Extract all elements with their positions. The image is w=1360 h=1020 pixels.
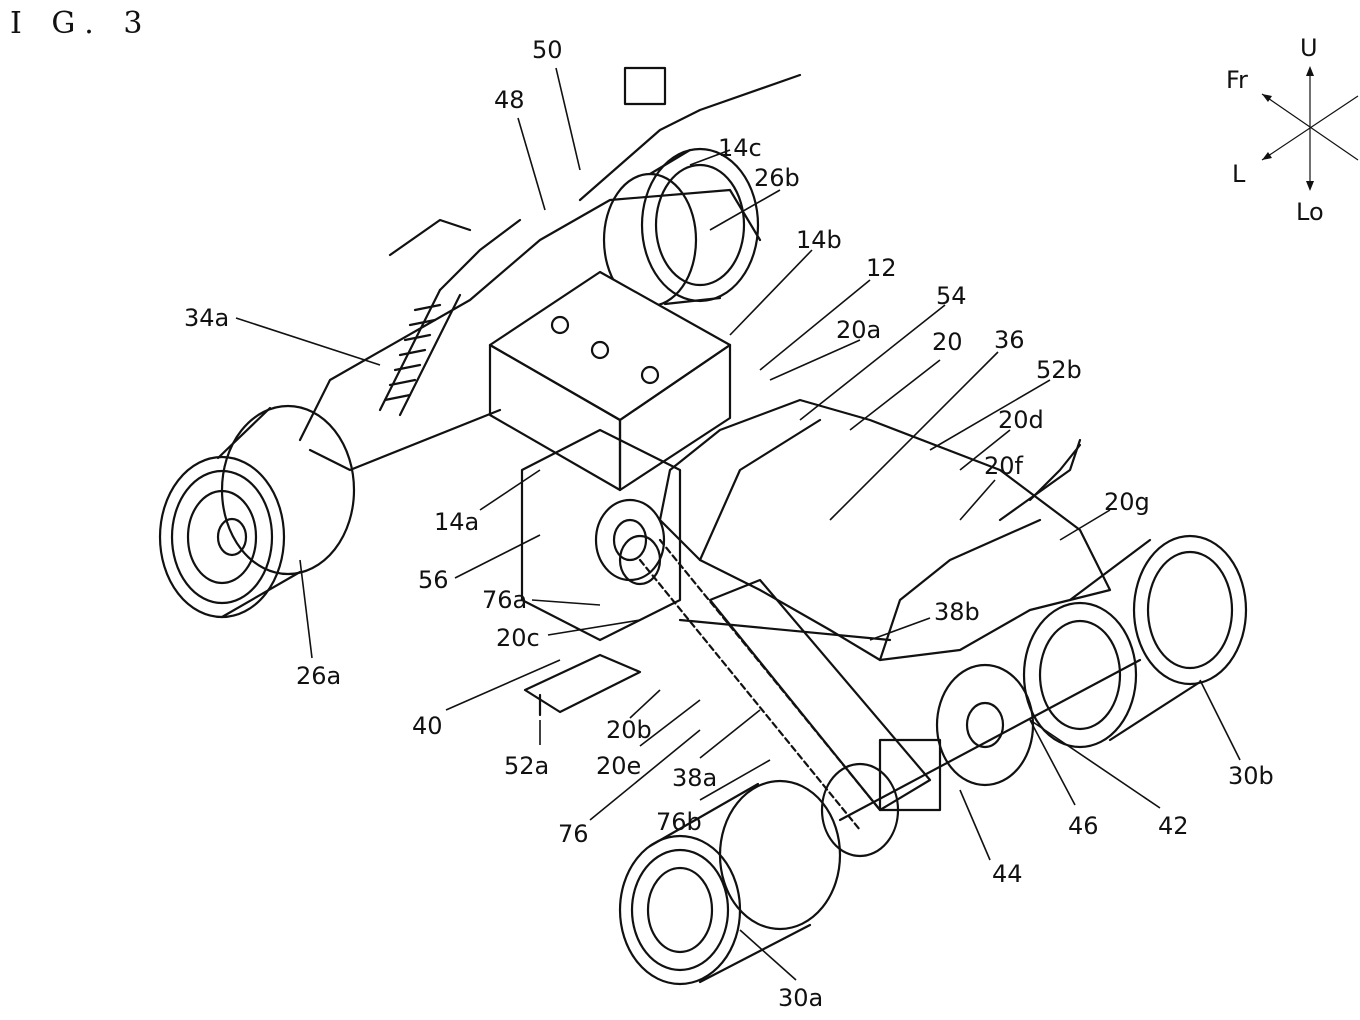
direction-down-label: Lo (1296, 198, 1324, 226)
motor-box (520, 428, 682, 642)
label-52a: 52a (504, 752, 549, 780)
rear-axle (838, 658, 1142, 822)
shock-absorber (378, 288, 462, 417)
label-20b: 20b (606, 716, 652, 744)
label-56: 56 (418, 566, 449, 594)
chassis-line-art (158, 66, 1248, 986)
leader-lines (235, 67, 1241, 981)
footrest-right (1028, 443, 1082, 502)
footrest-left (523, 653, 642, 714)
steering-column (438, 218, 522, 292)
label-20f: 20f (984, 452, 1024, 480)
label-54: 54 (936, 282, 967, 310)
direction-up-label: U (1300, 34, 1318, 62)
reference-labels: 50 48 14c 26b 14b 12 54 20a 20 36 52b 20… (184, 36, 1274, 1012)
label-30b: 30b (1228, 762, 1274, 790)
differential (878, 738, 942, 812)
rear-frame-inner (878, 518, 1042, 662)
label-14c: 14c (718, 134, 762, 162)
label-30a: 30a (778, 984, 823, 1012)
label-42: 42 (1158, 812, 1189, 840)
figure-title: I G. 3 (10, 6, 153, 41)
battery-box (488, 270, 732, 492)
direction-front-label: Fr (1226, 66, 1248, 94)
label-76: 76 (558, 820, 589, 848)
wheel-26a (158, 404, 356, 619)
label-76a: 76a (482, 586, 527, 614)
label-50: 50 (532, 36, 563, 64)
wheel-30a (618, 779, 842, 986)
label-34a: 34a (184, 304, 229, 332)
handlebar-left-grip (388, 218, 472, 257)
label-38a: 38a (672, 764, 717, 792)
label-12: 12 (866, 254, 897, 282)
label-36: 36 (994, 326, 1025, 354)
label-14a: 14a (434, 508, 479, 536)
rear-frame-loop (658, 398, 1112, 662)
swing-arm (708, 578, 932, 812)
label-20: 20 (932, 328, 963, 356)
label-52b: 52b (1036, 356, 1082, 384)
throttle-box (623, 66, 667, 106)
front-sprocket (618, 534, 662, 586)
frame-front-lower (308, 408, 502, 472)
orientation-compass: U Lo Fr L (1226, 34, 1359, 226)
label-76b: 76b (656, 808, 702, 836)
frame-front-upper (298, 188, 762, 442)
label-20d: 20d (998, 406, 1044, 434)
crossbar (678, 618, 892, 642)
label-20g: 20g (1104, 488, 1150, 516)
label-46: 46 (1068, 812, 1099, 840)
handlebar (578, 73, 802, 202)
label-48: 48 (494, 86, 525, 114)
direction-left-label: L (1232, 160, 1246, 188)
wheel-26b (602, 147, 760, 308)
label-44: 44 (992, 860, 1023, 888)
label-20e: 20e (596, 752, 641, 780)
label-40: 40 (412, 712, 443, 740)
label-14b: 14b (796, 226, 842, 254)
label-26b: 26b (754, 164, 800, 192)
label-38b: 38b (934, 598, 980, 626)
label-20c: 20c (496, 624, 540, 652)
label-26a: 26a (296, 662, 341, 690)
wheel-30b (1022, 534, 1248, 749)
rear-frame-cross (698, 418, 822, 562)
drive-chain (638, 538, 882, 832)
label-20a: 20a (836, 316, 881, 344)
